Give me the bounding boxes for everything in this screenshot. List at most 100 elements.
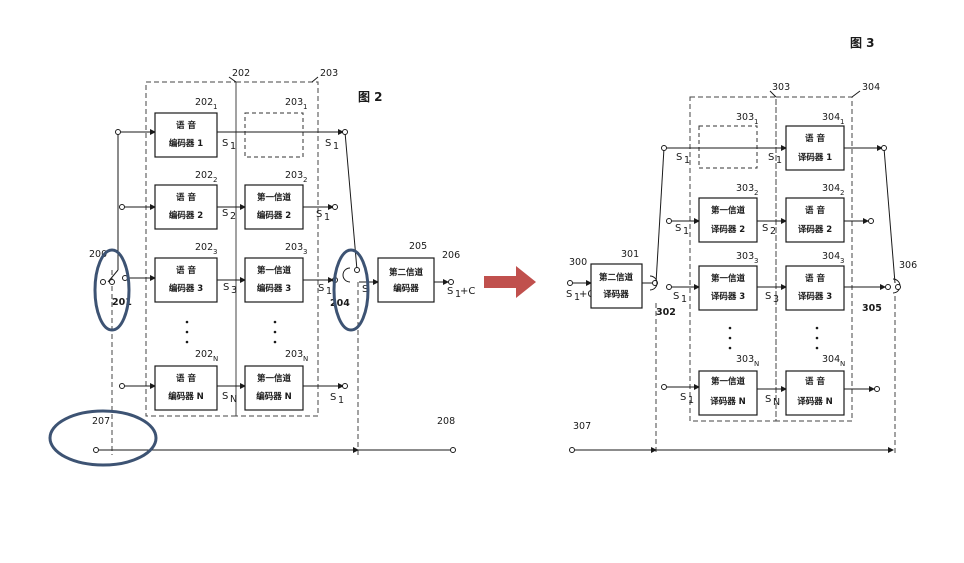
svg-text:N: N: [773, 397, 780, 408]
svg-text:译码器 N: 译码器 N: [797, 396, 833, 407]
svg-text:302: 302: [656, 307, 676, 318]
svg-text:3: 3: [303, 248, 307, 256]
svg-text:S: S: [223, 282, 229, 293]
svg-text:S: S: [680, 392, 686, 403]
svg-text:201: 201: [112, 297, 132, 308]
svg-text:N: N: [840, 360, 845, 368]
svg-text:206: 206: [442, 250, 460, 261]
svg-text:1: 1: [324, 212, 330, 223]
svg-text:1: 1: [684, 155, 690, 166]
svg-text:3: 3: [754, 257, 758, 265]
svg-text:202: 202: [195, 242, 213, 253]
svg-text:第一信道: 第一信道: [711, 273, 746, 284]
svg-text:译码器 N: 译码器 N: [710, 396, 746, 407]
ref-203: 203: [320, 68, 338, 79]
speech-encoder-n: [154, 365, 218, 411]
svg-text:S: S: [765, 394, 771, 405]
highlight-oval-control-input: [48, 409, 158, 467]
svg-text:1: 1: [303, 103, 307, 111]
svg-text:第一信道: 第一信道: [711, 376, 746, 387]
speech-encoder-1: [154, 112, 218, 158]
svg-text:语 音: 语 音: [805, 376, 825, 387]
figure-2: 图 2 202 203 语 音 编码器 1 S 1 S 1 202 1 203 …: [48, 68, 475, 467]
second-channel-decoder: [590, 263, 643, 309]
svg-text:编码器: 编码器: [393, 283, 419, 294]
svg-text:译码器 3: 译码器 3: [711, 291, 745, 302]
input-terminal-200: [100, 279, 106, 285]
ref-202: 202: [232, 68, 250, 79]
svg-text:第一信道: 第一信道: [711, 205, 746, 216]
svg-text:语 音: 语 音: [176, 373, 196, 384]
svg-text:2: 2: [754, 189, 758, 197]
channel-decoder-2: [698, 197, 758, 243]
svg-text:S: S: [566, 289, 572, 300]
svg-text:2: 2: [230, 211, 236, 222]
svg-text:译码器 1: 译码器 1: [798, 152, 832, 163]
svg-text:译码器 3: 译码器 3: [798, 291, 832, 302]
svg-text:1: 1: [333, 141, 339, 152]
svg-text:语 音: 语 音: [176, 265, 196, 276]
svg-text:3: 3: [840, 257, 844, 265]
svg-text:N: N: [303, 355, 308, 363]
svg-text:编码器 N: 编码器 N: [256, 391, 292, 402]
svg-text:2: 2: [840, 189, 844, 197]
svg-text:编码器 2: 编码器 2: [257, 210, 291, 221]
svg-text:译码器: 译码器: [603, 289, 629, 300]
svg-text:语 音: 语 音: [176, 192, 196, 203]
control-terminal-207: [93, 447, 99, 453]
svg-text:208: 208: [437, 416, 455, 427]
svg-text:2: 2: [303, 176, 307, 184]
second-channel-encoder: [377, 257, 435, 303]
svg-text:S: S: [325, 138, 331, 149]
control-terminal-307: [569, 447, 575, 453]
svg-text:205: 205: [409, 241, 427, 252]
svg-text:1: 1: [338, 395, 344, 406]
svg-text:1: 1: [683, 226, 689, 237]
svg-text:S: S: [318, 283, 324, 294]
svg-text:306: 306: [899, 260, 917, 271]
svg-text:编码器 N: 编码器 N: [168, 391, 204, 402]
svg-text:303: 303: [772, 82, 790, 93]
svg-text:202: 202: [195, 349, 213, 360]
highlight-oval-input-switch: [93, 248, 131, 332]
svg-text:200: 200: [89, 249, 107, 260]
figure-3-title: 图 3: [850, 36, 875, 50]
svg-text:1: 1: [326, 286, 332, 297]
svg-text:1: 1: [688, 395, 694, 406]
svg-text:1: 1: [455, 289, 461, 300]
svg-text:2: 2: [770, 226, 776, 237]
speech-decoder-3: [785, 265, 845, 311]
svg-text:语 音: 语 音: [805, 273, 825, 284]
svg-text:303: 303: [736, 251, 754, 262]
svg-text:N: N: [754, 360, 759, 368]
svg-text:N: N: [230, 394, 237, 405]
svg-text:S: S: [222, 138, 228, 149]
svg-text:第二信道: 第二信道: [389, 267, 424, 278]
svg-text:语 音: 语 音: [805, 133, 825, 144]
svg-text:译码器 2: 译码器 2: [711, 224, 745, 235]
svg-text:编码器 3: 编码器 3: [257, 283, 291, 294]
svg-text:S: S: [673, 291, 679, 302]
svg-text:303: 303: [736, 112, 754, 123]
channel-decoder-1-placeholder: [698, 125, 758, 169]
svg-text:1: 1: [840, 118, 844, 126]
svg-text:S: S: [765, 291, 771, 302]
speech-decoder-n: [785, 370, 845, 416]
svg-text:语 音: 语 音: [176, 120, 196, 131]
svg-text:1: 1: [754, 118, 758, 126]
svg-text:301: 301: [621, 249, 639, 260]
svg-text:3: 3: [213, 248, 217, 256]
svg-text:第一信道: 第一信道: [257, 373, 292, 384]
figure-3: 图 3 303 304 300 S 1 +C 第二信道 译码器 301 302 …: [566, 36, 917, 455]
svg-text:S: S: [222, 391, 228, 402]
channel-encoder-1-placeholder: [244, 112, 304, 158]
svg-text:303: 303: [736, 354, 754, 365]
svg-text:S: S: [362, 284, 368, 295]
svg-text:1: 1: [230, 141, 236, 152]
svg-text:S: S: [675, 223, 681, 234]
svg-text:304: 304: [822, 354, 840, 365]
svg-text:+C: +C: [460, 286, 475, 297]
svg-text:第一信道: 第一信道: [257, 192, 292, 203]
svg-text:203: 203: [285, 242, 303, 253]
